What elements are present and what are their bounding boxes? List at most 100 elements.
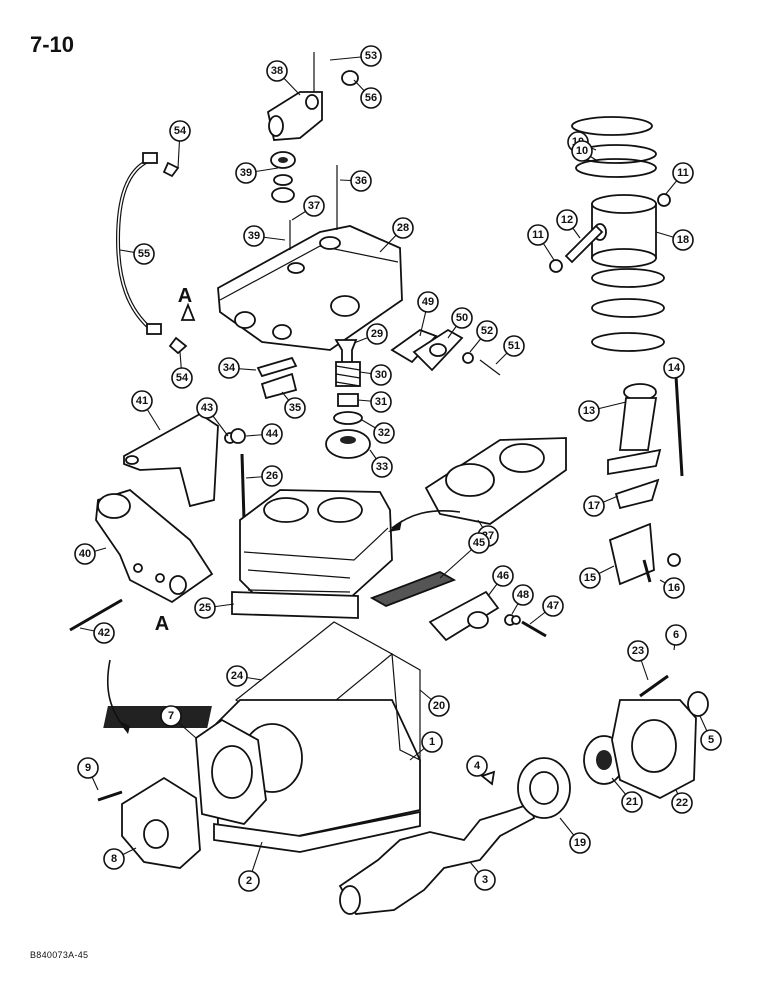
- callout-circle: [235, 162, 257, 184]
- callout-51: 51: [503, 335, 525, 357]
- callout-4: 4: [466, 755, 488, 777]
- unloader-parts: [256, 339, 371, 459]
- wrist-pin: [564, 224, 604, 264]
- callout-55: 55: [133, 243, 155, 265]
- callout-circle: [284, 397, 306, 419]
- callout-circle: [474, 869, 496, 891]
- callout-24: 24: [226, 665, 248, 687]
- callout-number: 45: [473, 537, 485, 549]
- filter-screen: [369, 571, 547, 642]
- callout-number: 54: [174, 125, 187, 137]
- side-gasket: [391, 652, 421, 761]
- callout-number: 4: [474, 760, 481, 772]
- callout-number: 3: [482, 874, 488, 886]
- callout-number: 32: [378, 427, 390, 439]
- callout-7: 7: [160, 705, 182, 727]
- callout-23: 23: [627, 640, 649, 662]
- callout-circle: [74, 543, 96, 565]
- callout-number: 28: [397, 222, 409, 234]
- callout-circle: [196, 397, 218, 419]
- callout-circle: [569, 832, 591, 854]
- mounting-bracket: [123, 412, 246, 508]
- callout-number: 43: [201, 402, 213, 414]
- callout-circle: [243, 225, 265, 247]
- callout-53: 53: [360, 45, 382, 67]
- callout-42: 42: [93, 622, 115, 644]
- main-bearing: [517, 757, 571, 819]
- callout-circle: [171, 367, 193, 389]
- callout-circle: [218, 357, 240, 379]
- callout-circle: [571, 140, 593, 162]
- callout-circle: [350, 170, 372, 192]
- callout-circle: [627, 640, 649, 662]
- callout-40: 40: [74, 543, 96, 565]
- section-letter-a-upper: A: [178, 285, 192, 307]
- callout-circle: [370, 364, 392, 386]
- callout-circle: [392, 217, 414, 239]
- callout-10: 10: [571, 140, 593, 162]
- callout-number: 46: [497, 570, 509, 582]
- callout-39: 39: [235, 162, 257, 184]
- callout-52: 52: [476, 320, 498, 342]
- callout-number: 18: [677, 234, 689, 246]
- callout-8: 8: [103, 848, 125, 870]
- callout-circle: [556, 209, 578, 231]
- callout-number: 48: [517, 589, 529, 601]
- callout-32: 32: [373, 422, 395, 444]
- callout-number: 52: [481, 325, 493, 337]
- callout-circle: [578, 400, 600, 422]
- callout-number: 10: [576, 145, 588, 157]
- callout-45: 45: [468, 532, 490, 554]
- callout-circle: [665, 624, 687, 646]
- callout-circle: [466, 755, 488, 777]
- air-tube: [115, 152, 196, 355]
- callout-30: 30: [370, 364, 392, 386]
- callout-number: 22: [676, 797, 688, 809]
- callout-18: 18: [672, 229, 694, 251]
- callout-number: 7: [168, 710, 174, 722]
- callout-number: 34: [223, 362, 236, 374]
- callout-number: 15: [584, 572, 596, 584]
- callout-29: 29: [366, 323, 388, 345]
- section-letter-a-lower: A: [155, 613, 169, 635]
- callout-number: 54: [176, 372, 189, 384]
- callout-number: 17: [588, 500, 600, 512]
- callout-number: 40: [79, 548, 91, 560]
- callout-number: 44: [266, 428, 279, 440]
- callout-11: 11: [672, 162, 694, 184]
- callout-number: 55: [138, 248, 150, 260]
- callout-number: 25: [199, 602, 211, 614]
- callout-49: 49: [417, 291, 439, 313]
- callout-circle: [492, 565, 514, 587]
- cylinder-gasket: [424, 437, 567, 525]
- callout-54: 54: [171, 367, 193, 389]
- callout-circle: [503, 335, 525, 357]
- callout-39: 39: [243, 225, 265, 247]
- callout-number: 56: [365, 92, 377, 104]
- callout-group: 5338565439363739285511101211181049505251…: [74, 45, 722, 892]
- callout-21: 21: [621, 791, 643, 813]
- callout-number: 49: [422, 296, 434, 308]
- callout-circle: [371, 456, 393, 478]
- callout-number: 20: [433, 700, 445, 712]
- callout-33: 33: [371, 456, 393, 478]
- callout-circle: [261, 423, 283, 445]
- callout-circle: [226, 665, 248, 687]
- callout-2: 2: [238, 870, 260, 892]
- callout-34: 34: [218, 357, 240, 379]
- cylinder-head: [217, 225, 403, 351]
- callout-circle: [194, 597, 216, 619]
- callout-5: 5: [700, 729, 722, 751]
- callout-number: 23: [632, 645, 644, 657]
- callout-3: 3: [474, 869, 496, 891]
- callout-number: 11: [677, 167, 689, 179]
- callout-20: 20: [428, 695, 450, 717]
- callout-circle: [373, 422, 395, 444]
- callout-circle: [451, 307, 473, 329]
- callout-circle: [621, 791, 643, 813]
- cylinder-block: [231, 489, 393, 619]
- callout-circle: [542, 595, 564, 617]
- callout-number: 37: [308, 200, 320, 212]
- governor-housing: [266, 52, 359, 141]
- callout-circle: [77, 757, 99, 779]
